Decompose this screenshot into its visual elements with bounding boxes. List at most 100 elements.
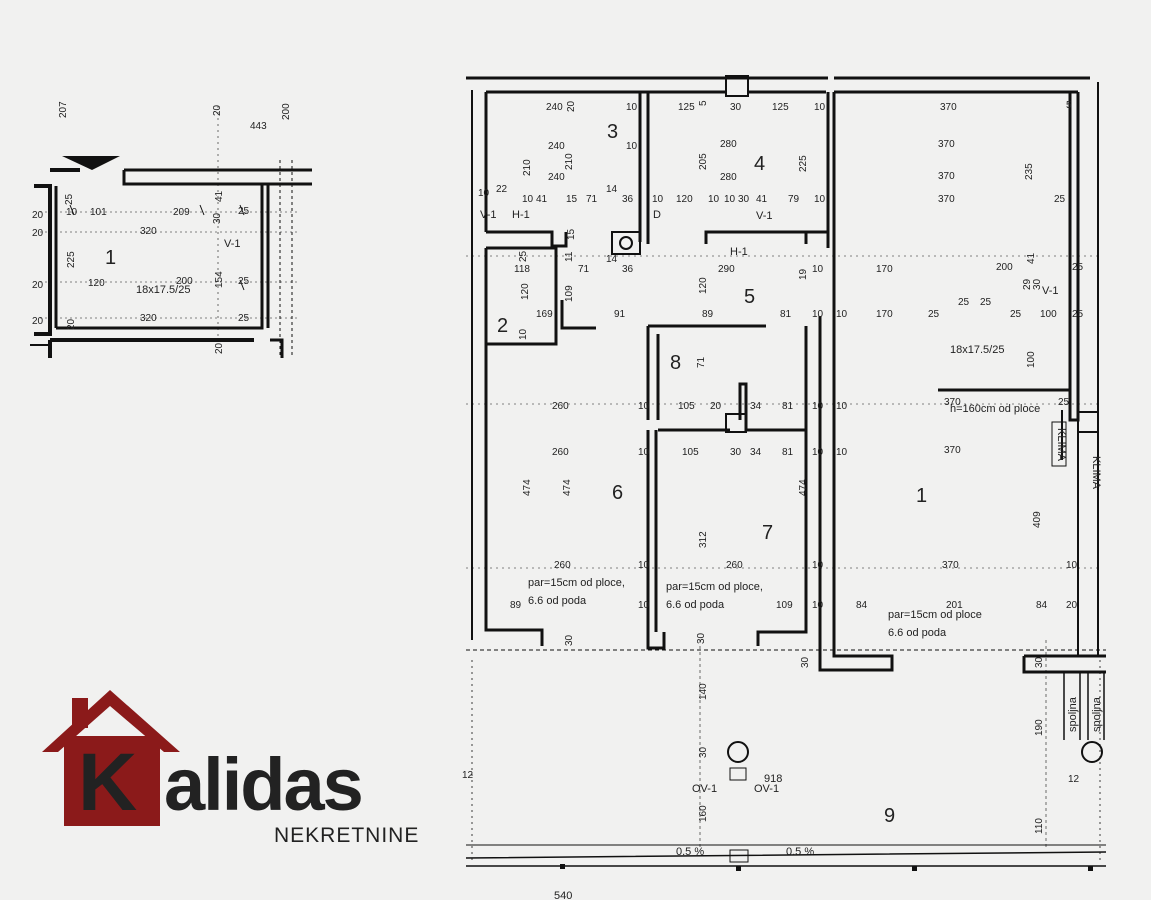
logo-letter-k: K — [78, 737, 137, 828]
chimney-circle — [619, 236, 633, 250]
dim: 370 — [944, 445, 961, 456]
logo-subtitle: NEKRETNINE — [274, 824, 419, 847]
inset-dim: 200 — [281, 103, 292, 120]
inset-dim: 120 — [88, 278, 105, 289]
dim: 41 — [756, 194, 768, 205]
dim: 36 — [622, 264, 634, 275]
dim: 105 — [682, 447, 699, 458]
dim: 30 — [738, 194, 750, 205]
dim: 370 — [942, 560, 959, 571]
dim: 30 — [698, 746, 709, 758]
dim: 41 — [1026, 252, 1037, 264]
door-label: D — [653, 209, 661, 221]
dim: 34 — [750, 447, 762, 458]
exterior-label: spoljna — [1067, 696, 1079, 732]
dim: 120 — [676, 194, 693, 205]
slope-label: 0.5 % — [676, 846, 704, 858]
dim: 10 — [814, 194, 826, 205]
dim: 25 — [1058, 397, 1070, 408]
dim: 409 — [1032, 511, 1043, 528]
dim: 370 — [944, 397, 961, 408]
dim: 109 — [776, 600, 793, 611]
dim: 25 — [928, 309, 940, 320]
dim: 201 — [946, 600, 963, 611]
dim: 474 — [798, 479, 809, 496]
exterior-label: spoljna — [1091, 696, 1103, 732]
dim: 25 — [1054, 194, 1066, 205]
dim: 210 — [522, 159, 533, 176]
dim: 71 — [696, 356, 707, 368]
inset-dim: 443 — [250, 121, 267, 132]
dim: 30 — [696, 632, 707, 644]
dim: 120 — [698, 277, 709, 294]
dim: 34 — [750, 401, 762, 412]
dim: 89 — [510, 600, 522, 611]
inset-dim: 25 — [238, 313, 250, 324]
dim: 118 — [514, 264, 530, 275]
dim: 10 — [812, 600, 824, 611]
house-body-icon — [64, 736, 160, 826]
window-label: V-1 — [756, 210, 773, 222]
dim: 41 — [536, 194, 548, 205]
dim: 370 — [938, 171, 955, 182]
dim: 170 — [876, 264, 893, 275]
dim: 10 — [626, 141, 638, 152]
dim: 25 — [958, 297, 970, 308]
dim: 30 — [564, 634, 575, 646]
dim: 210 — [564, 153, 575, 170]
dim: 89 — [702, 309, 714, 320]
inset-window-label: V-1 — [224, 238, 241, 250]
dim: 125 — [678, 102, 695, 113]
dim: 36 — [622, 194, 634, 205]
dim: 84 — [856, 600, 868, 611]
inset-dim: 101 — [90, 207, 107, 218]
dim: 30 — [1034, 656, 1045, 668]
dim: 474 — [522, 479, 533, 496]
column — [611, 231, 641, 255]
room-number-1: 1 — [916, 485, 927, 507]
dim: 20 — [566, 100, 577, 112]
heater-label: H-1 — [512, 209, 530, 221]
inset-plan — [30, 106, 312, 358]
dim: 312 — [698, 531, 709, 548]
dim: 140 — [698, 683, 709, 700]
dim: 280 — [720, 139, 737, 150]
dim: 71 — [586, 194, 598, 205]
inset-dim: 20 — [32, 210, 44, 221]
inset-dim: 200 — [176, 276, 193, 287]
room-number-6: 6 — [612, 482, 623, 504]
dim: 22 — [496, 184, 508, 195]
inset-dim: 25 — [238, 206, 250, 217]
parapet-note: 6.6 od poda — [528, 595, 587, 607]
dim: 30 — [800, 656, 811, 668]
parapet-note: 6.6 od poda — [666, 599, 725, 611]
dim: 25 — [980, 297, 992, 308]
dim: 170 — [876, 309, 893, 320]
dim: 81 — [782, 401, 794, 412]
dim: 10 — [812, 309, 824, 320]
dim: 25 — [518, 250, 529, 262]
dim: 10 — [812, 560, 824, 571]
ac-label: KLIMA — [1090, 456, 1102, 490]
inset-dim: 225 — [66, 251, 77, 268]
dim: 10 — [836, 447, 848, 458]
dim: 19 — [798, 268, 809, 280]
dim: 370 — [938, 139, 955, 150]
entrance-arrow-icon — [62, 156, 120, 170]
window-label: V-1 — [1042, 285, 1059, 297]
dim: 25 — [1010, 309, 1022, 320]
dim: 10 — [522, 194, 534, 205]
dim: 290 — [718, 264, 735, 275]
ac-unit — [1051, 421, 1067, 467]
dim: 105 — [678, 401, 695, 412]
dim: 260 — [552, 401, 569, 412]
dim: 15 — [566, 228, 577, 240]
room-number-5: 5 — [744, 286, 755, 308]
dim: 10 — [708, 194, 720, 205]
inset-dim: 10 — [66, 207, 78, 218]
drain-grate-icon — [729, 767, 747, 781]
dim: 474 — [562, 479, 573, 496]
dim: 11 — [564, 251, 575, 262]
dim: 30 — [1032, 278, 1043, 290]
dim: 91 — [614, 309, 626, 320]
